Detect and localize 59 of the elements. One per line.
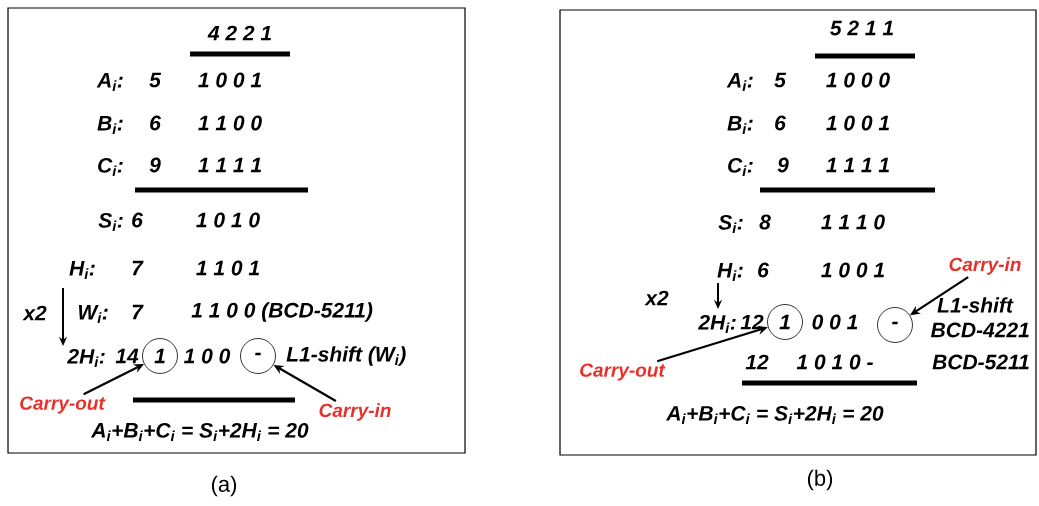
digit-text: 5 2 1 1 bbox=[830, 20, 893, 36]
digit-text: 12 bbox=[745, 354, 769, 370]
digit-text: BCD-4221 bbox=[930, 322, 1029, 338]
digit-text: 1 0 0 1 bbox=[198, 72, 261, 88]
digit-text: 1 0 1 0 bbox=[196, 212, 260, 228]
digit-text: 6 bbox=[758, 262, 769, 278]
digit-text: 14 bbox=[115, 348, 139, 364]
digit-text: W$_{i}$: bbox=[78, 305, 108, 323]
panel-box bbox=[559, 9, 1037, 456]
digit-text: 1 1 1 0 bbox=[821, 214, 885, 230]
digit-text: 0 0 1 bbox=[812, 314, 858, 330]
digit-text: C$_{i}$: bbox=[98, 157, 123, 177]
digit-text: 9 bbox=[777, 157, 789, 173]
digit-text: BCD-5211 bbox=[932, 354, 1029, 370]
digit-text: x2 bbox=[22, 305, 47, 321]
digit-text: A$_{i}$: bbox=[726, 73, 753, 91]
digit-text: 2H$_{i}$: bbox=[67, 348, 105, 368]
circled-digit: - bbox=[877, 307, 913, 343]
digit-text: A$_{i}$: bbox=[96, 73, 123, 91]
digit-text: 1 0 0 bbox=[184, 348, 231, 364]
digit-text: 4 2 2 1 bbox=[207, 25, 271, 41]
digit-text: x2 bbox=[644, 290, 669, 306]
digit-text: 5 bbox=[774, 72, 787, 88]
digit-text: A$_{i}$+B$_{i}$+C$_{i}$ = S$_{i}$+2H$_{i}$ = 20 bbox=[665, 405, 884, 425]
carry-label: Carry-in bbox=[949, 257, 1021, 275]
digit-text: 1 1 0 1 bbox=[196, 260, 259, 276]
digit-text: 9 bbox=[149, 157, 161, 173]
digit-text: S$_{i}$: bbox=[98, 212, 123, 232]
digit-text: 6 bbox=[775, 115, 786, 131]
digit-text: 7 bbox=[132, 260, 144, 276]
circled-digit: 1 bbox=[142, 338, 178, 374]
digit-text: 1 1 0 0 (BCD-5211) bbox=[191, 302, 373, 322]
digit-text: 1 1 0 0 bbox=[198, 115, 262, 131]
digit-text: C$_{i}$: bbox=[728, 157, 753, 177]
digit-text: H$_{i}$: bbox=[717, 263, 743, 281]
carry-label: Carry-out bbox=[580, 363, 666, 381]
carry-label: Carry-in bbox=[319, 403, 391, 421]
digit-text: 6 bbox=[132, 212, 143, 228]
carry-label: Carry-out bbox=[20, 396, 106, 414]
digit-text: 1 0 0 1 bbox=[826, 115, 889, 131]
digit-text: 1 1 1 1 bbox=[826, 157, 889, 173]
digit-text: B$_{i}$: bbox=[97, 116, 123, 134]
digit-text: A$_{i}$+B$_{i}$+C$_{i}$ = S$_{i}$+2H$_{i}$ = 20 bbox=[90, 422, 309, 442]
digit-text: 12 bbox=[740, 314, 764, 330]
digit-text: 1 0 1 0 - bbox=[796, 354, 873, 370]
digit-text: B$_{i}$: bbox=[727, 116, 753, 134]
panel-caption: (b) bbox=[807, 469, 833, 491]
digit-text: 6 bbox=[150, 115, 161, 131]
circled-digit: - bbox=[240, 338, 276, 374]
digit-text: 1 0 0 1 bbox=[821, 262, 884, 278]
digit-text: 8 bbox=[759, 214, 771, 230]
digit-text: 1 1 1 1 bbox=[198, 157, 261, 173]
digit-text: 2H$_{i}$: bbox=[698, 314, 736, 334]
digit-text: 5 bbox=[149, 72, 162, 88]
digit-text: 1 0 0 0 bbox=[826, 72, 890, 88]
digit-text: 7 bbox=[132, 304, 144, 320]
panel-caption: (a) bbox=[211, 475, 237, 497]
circled-digit: 1 bbox=[767, 304, 803, 340]
panel-box bbox=[7, 7, 466, 454]
